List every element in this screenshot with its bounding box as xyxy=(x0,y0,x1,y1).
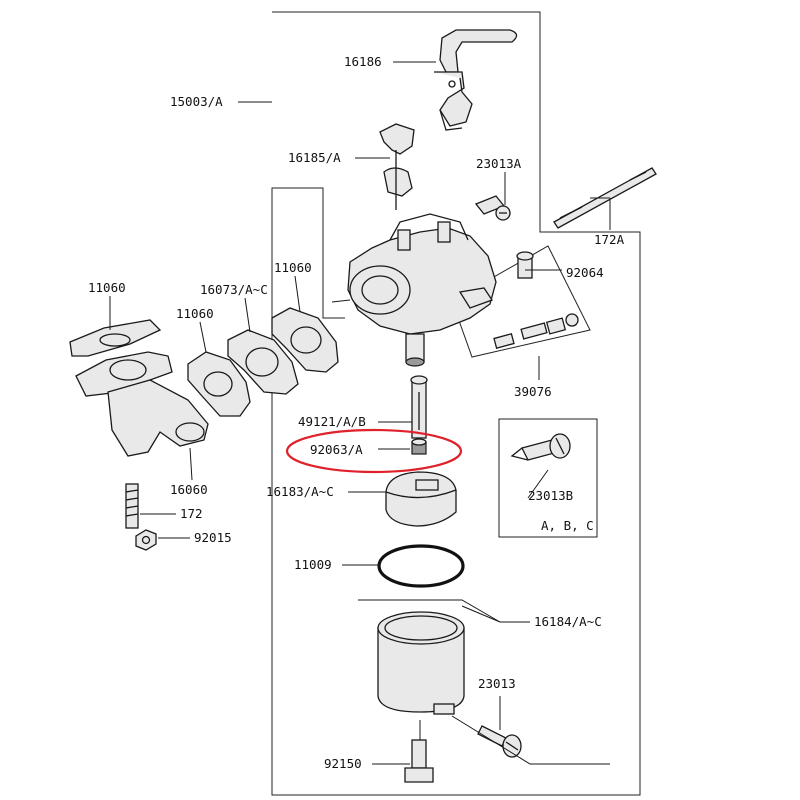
gasket-11060-left-part xyxy=(69,319,162,357)
label-172: 172 xyxy=(180,506,203,521)
float-16183-part xyxy=(385,471,457,527)
nut-92015-part xyxy=(135,529,157,551)
label-23013b: 23013B xyxy=(528,488,573,503)
jet-kit-bracket xyxy=(451,245,591,358)
bolt-92150-part xyxy=(404,739,434,783)
gasket-11060-right-part xyxy=(271,307,339,373)
label-16073: 16073/A~C xyxy=(200,282,268,297)
label-15003: 15003/A xyxy=(170,94,223,109)
label-92064: 92064 xyxy=(566,265,604,280)
main-jet-92063-part xyxy=(411,438,427,455)
label-11060-left: 11060 xyxy=(88,280,126,295)
float-bowl-16184-part xyxy=(377,611,465,715)
insulator-16060-part xyxy=(75,351,209,457)
label-49121: 49121/A/B xyxy=(298,414,366,429)
carburetor-body-part xyxy=(347,213,497,367)
jet-kit-39076-parts xyxy=(493,313,579,349)
label-92063: 92063/A xyxy=(310,442,363,457)
leader-lines xyxy=(109,61,611,765)
choke-lever-part xyxy=(434,29,518,131)
label-39076: 39076 xyxy=(514,384,552,399)
assembly-frame xyxy=(271,11,641,796)
gasket-11060-mid-part xyxy=(187,351,251,417)
throttle-lever-part xyxy=(379,123,415,210)
screw-inset-box xyxy=(498,418,598,538)
label-11060-mid: 11060 xyxy=(176,306,214,321)
label-172a: 172A xyxy=(594,232,625,247)
label-92150: 92150 xyxy=(324,756,362,771)
screw-23013a-part xyxy=(474,195,511,221)
stud-172-part xyxy=(125,483,139,529)
label-92015: 92015 xyxy=(194,530,232,545)
screw-23013b-part xyxy=(510,433,571,461)
o-ring-11009-part xyxy=(377,544,465,588)
nozzle-49121-part xyxy=(410,375,428,439)
spacer-16073-part xyxy=(227,329,299,395)
label-11009: 11009 xyxy=(294,557,332,572)
label-23013a: 23013A xyxy=(476,156,522,171)
label-16186: 16186 xyxy=(344,54,382,69)
label-16060: 16060 xyxy=(170,482,208,497)
label-11060-right: 11060 xyxy=(274,260,312,275)
highlight-ellipse xyxy=(285,428,463,474)
label-16185: 16185/A xyxy=(288,150,341,165)
label-16183: 16183/A~C xyxy=(266,484,334,499)
plug-92064-part xyxy=(516,251,534,279)
label-23013: 23013 xyxy=(478,676,516,691)
label-abc: A, B, C xyxy=(541,518,594,533)
label-16184: 16184/A~C xyxy=(534,614,602,629)
drain-screw-23013-part xyxy=(477,725,522,758)
